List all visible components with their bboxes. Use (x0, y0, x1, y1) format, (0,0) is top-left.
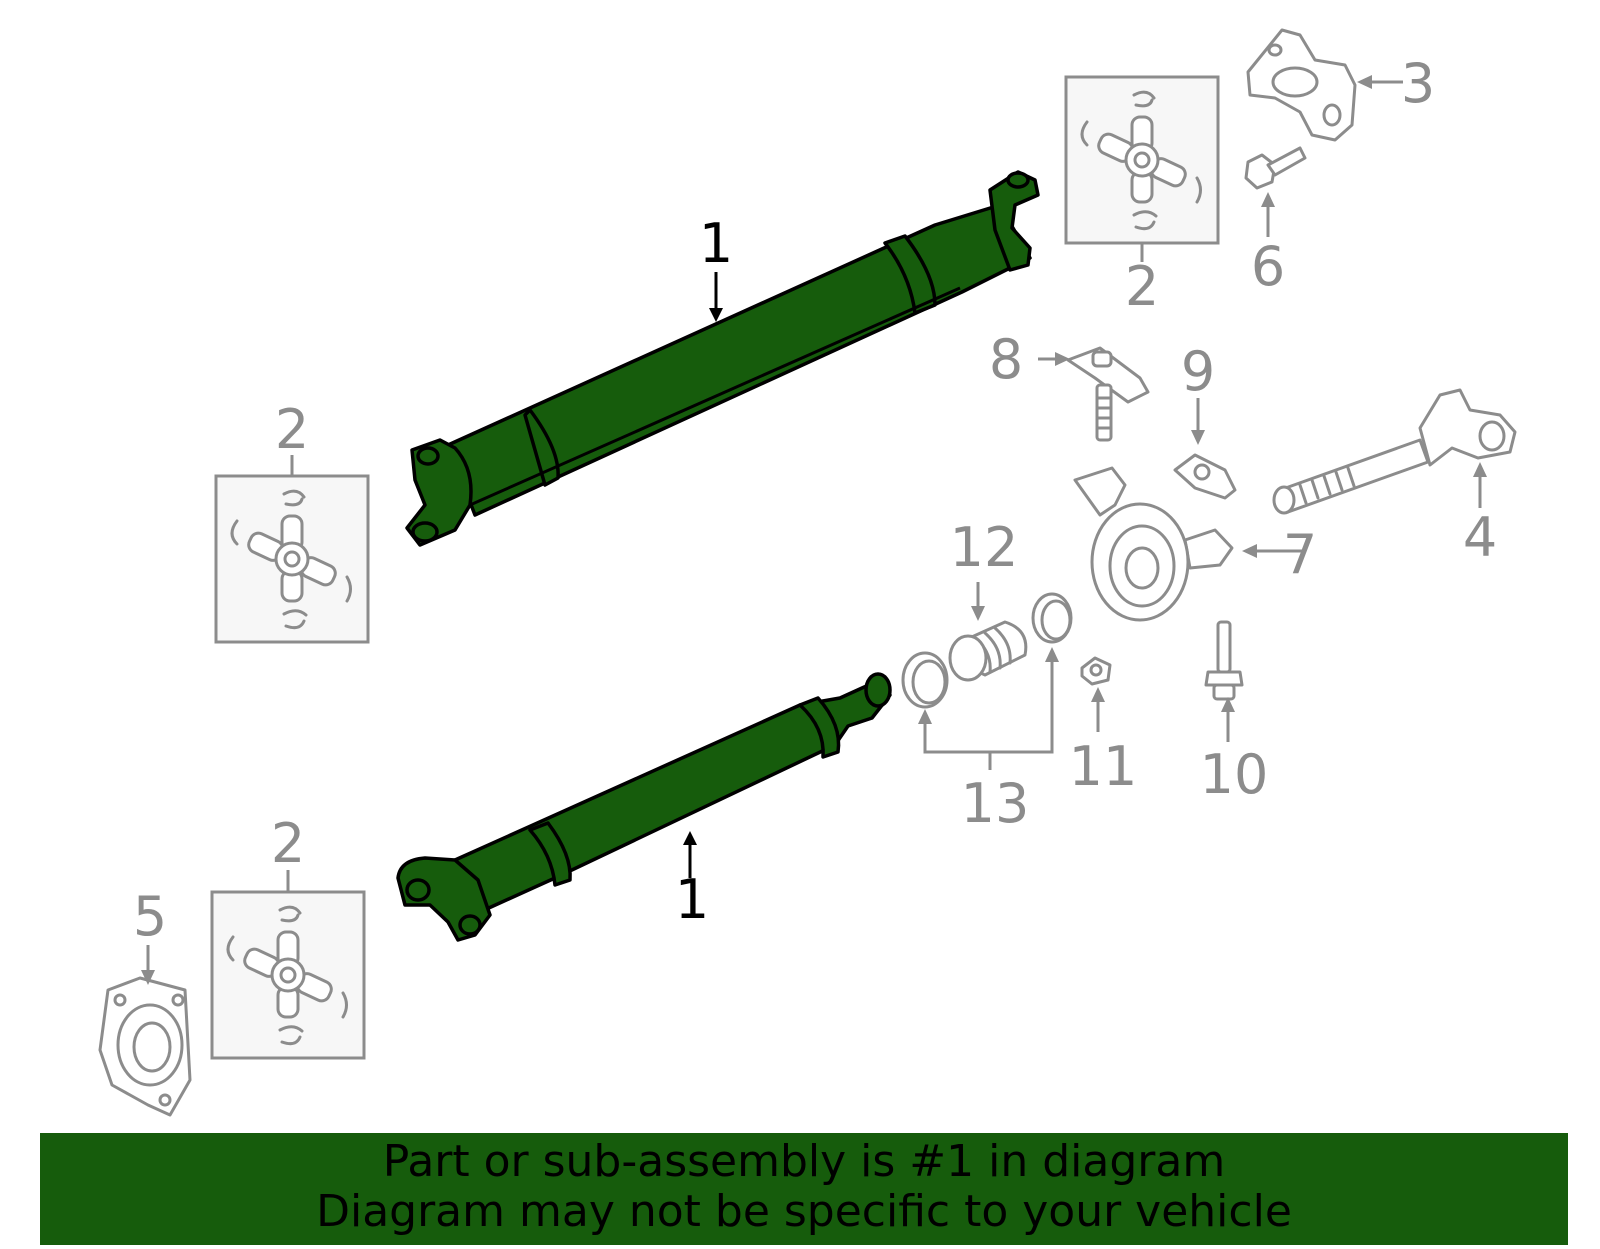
ujoint-kit-top-right[interactable] (1064, 75, 1220, 245)
part-9-nut[interactable] (1173, 453, 1237, 500)
callout-2-left: 2 (275, 398, 309, 461)
banner-line-1: Part or sub-assembly is #1 in diagram (382, 1136, 1226, 1187)
ujoint-kit-left[interactable] (214, 474, 370, 644)
part-5-flange[interactable] (98, 976, 192, 1117)
ujoint-kit-bottom[interactable] (210, 890, 366, 1060)
part-11-nut[interactable] (1080, 656, 1112, 686)
part-6-bolt[interactable] (1244, 146, 1307, 190)
callout-7: 7 (1283, 523, 1317, 586)
callout-5: 5 (133, 885, 167, 948)
callout-13: 13 (961, 772, 1030, 835)
callout-1-lower: 1 (675, 868, 709, 931)
callout-4: 4 (1463, 506, 1497, 569)
drive-shaft-lower[interactable] (396, 672, 892, 942)
drive-shaft-upper[interactable] (405, 170, 1040, 547)
callout-10: 10 (1200, 743, 1269, 806)
callout-12: 12 (950, 516, 1019, 579)
part-3-bracket[interactable] (1246, 28, 1357, 142)
part-7-center-bearing[interactable] (1073, 466, 1234, 622)
callout-3: 3 (1401, 52, 1435, 115)
leader-lines (141, 75, 1487, 985)
callout-11: 11 (1069, 735, 1138, 798)
callout-2-top-right: 2 (1125, 255, 1159, 318)
part-4-stub-shaft[interactable] (1272, 388, 1517, 515)
callout-8: 8 (989, 328, 1023, 391)
callout-1-upper: 1 (699, 212, 733, 275)
callout-2-bottom: 2 (271, 812, 305, 875)
callout-6: 6 (1251, 235, 1285, 298)
part-8-bracket-bolt[interactable] (1066, 346, 1150, 442)
part-12-boot[interactable] (948, 620, 1028, 682)
part-13-clamps[interactable] (901, 592, 1073, 709)
info-banner: Part or sub-assembly is #1 in diagram Di… (40, 1133, 1568, 1245)
banner-line-2: Diagram may not be specific to your vehi… (316, 1186, 1292, 1237)
callout-9: 9 (1181, 340, 1215, 403)
part-10-bolt[interactable] (1204, 620, 1244, 701)
